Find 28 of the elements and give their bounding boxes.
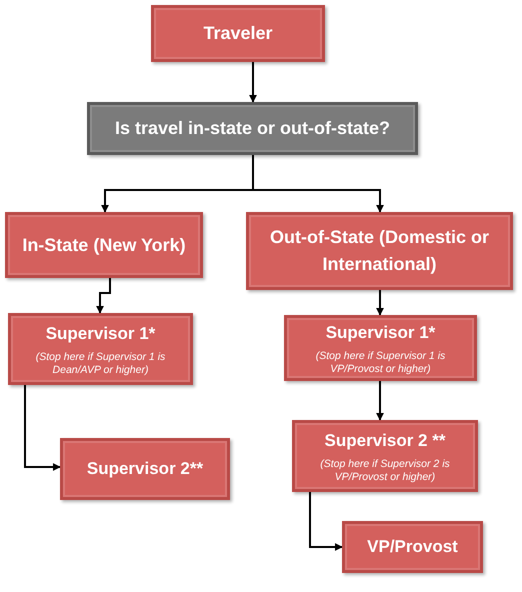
box-title: In-State (New York) — [22, 234, 186, 257]
decision-box — [87, 102, 418, 155]
arrow — [376, 290, 384, 316]
arrow — [96, 278, 111, 314]
box-title: Is travel in-state or out-of-state? — [114, 117, 390, 140]
box-note: (Stop here if Supervisor 2 is VP/Provost or higher) — [319, 458, 451, 484]
arrow — [376, 381, 384, 421]
process-box — [246, 212, 513, 290]
box-title: Supervisor 2 ** — [324, 430, 446, 452]
box-title: Supervisor 2** — [86, 458, 204, 480]
arrow — [309, 492, 343, 551]
box-title: Supervisor 1* — [326, 322, 436, 344]
process-box — [342, 521, 483, 573]
process-box — [284, 315, 477, 381]
arrow — [249, 62, 257, 103]
arrow — [252, 155, 384, 213]
process-box — [8, 313, 193, 385]
box-title: Supervisor 1* — [46, 323, 156, 346]
process-box — [292, 420, 478, 492]
box-note: (Stop here if Supervisor 1 is Dean/AVP or higher) — [34, 350, 166, 377]
process-box — [151, 5, 325, 62]
box-note: (Stop here if Supervisor 1 is VP/Provost or higher) — [314, 350, 446, 376]
box-title: Traveler — [203, 22, 273, 45]
box-title: Out-of-State (Domestic or International) — [268, 226, 490, 276]
process-box — [60, 438, 230, 500]
process-box — [5, 212, 203, 278]
box-title: VP/Provost — [367, 536, 458, 558]
arrow — [24, 385, 61, 471]
